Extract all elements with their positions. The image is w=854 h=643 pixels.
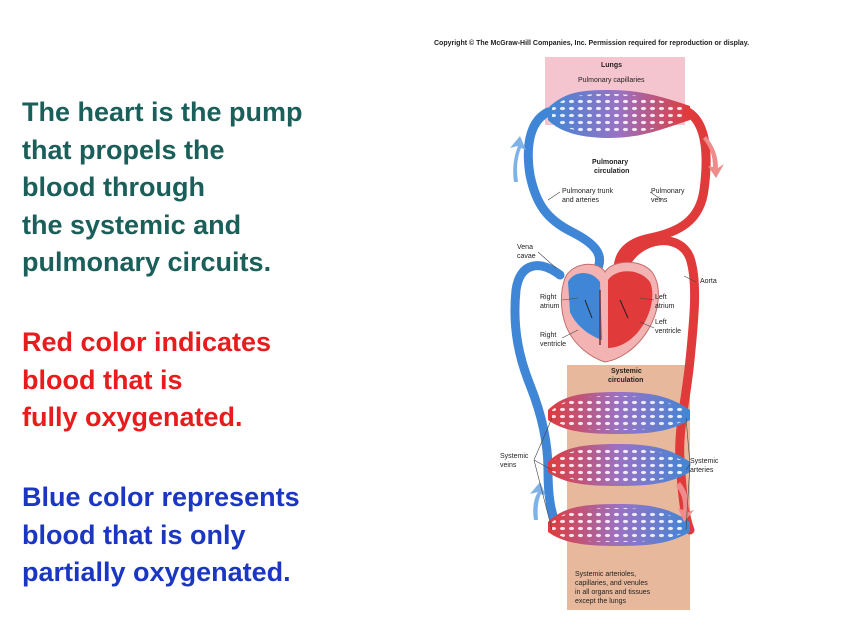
left-ventricle-label: Left [655,319,667,326]
leader-lines [533,191,697,531]
left-atrium-label: Left [655,294,667,301]
systemic-capillaries-label: Systemic arterioles, [575,571,636,578]
text-line: The heart is the pump [22,97,303,127]
text-line: Red color indicates [22,327,272,357]
pulmonary-circulation-label: Pulmonary [592,159,628,166]
vena-cavae-label: cavae [517,253,536,260]
flow-arrow-icon [530,482,546,520]
systemic-arteries-label: arteries [690,467,714,474]
red-color-description: Red color indicates blood that is fully … [22,324,271,437]
pulmonary-circulation-label: circulation [594,168,629,175]
right-ventricle-label: Right [540,332,556,339]
text-line: fully oxygenated. [22,402,243,432]
left-atrium-label: atrium [655,303,675,310]
pulmonary-trunk-label: and arteries [562,197,599,204]
text-line: blood that is [22,364,183,395]
left-ventricle-label: ventricle [655,328,681,335]
systemic-veins-label: veins [500,462,517,469]
right-ventricle-label: ventricle [540,341,566,348]
heart [560,261,659,363]
text-line: pulmonary circuits. [22,247,272,277]
flow-arrow-icon [510,136,526,182]
flow-arrow-icon [676,482,694,522]
right-atrium-label: atrium [540,303,560,310]
text-line: blood that is only [22,519,246,550]
systemic-capillaries-label: in all organs and tissues [575,589,651,596]
systemic-capillary-bed [548,392,690,434]
pulmonary-veins-label: veins [651,197,668,204]
systemic-capillaries-label: capillaries, and venules [575,580,648,587]
systemic-circulation-label: Systemic [611,368,642,375]
pulmonary-artery-vessel [523,107,605,277]
copyright-notice: Copyright © The McGraw-Hill Companies, I… [434,40,750,47]
systemic-capillary-bed [548,444,690,486]
text-line: the systemic and [22,209,242,240]
pulmonary-vein-vessel [613,107,711,275]
heart-pump-description: The heart is the pump that propels the b… [22,94,303,282]
flow-arrow-icon [703,136,724,178]
vena-cava-vessel [510,261,565,535]
pulmonary-capillary-bed [548,90,690,138]
text-line: blood through [22,172,205,202]
systemic-capillary-bed [548,504,690,546]
systemic-arteries-label: Systemic [690,458,719,465]
lungs-label: Lungs [601,62,622,69]
blue-color-description: Blue color represents blood that is only… [22,479,300,592]
pulmonary-trunk-label: Pulmonary trunk [562,188,613,195]
pulmonary-veins-label: Pulmonary [651,188,685,195]
systemic-circulation-label: circulation [608,377,643,384]
vena-cavae-label: Vena [517,244,533,251]
pulmonary-capillaries-label: Pulmonary capillaries [578,77,645,84]
aorta-label: Aorta [700,278,717,285]
systemic-capillaries-label: except the lungs [575,598,626,605]
text-line: that propels the [22,134,225,165]
text-line: partially oxygenated. [22,557,291,587]
right-atrium-label: Right [540,294,556,301]
systemic-veins-label: Systemic [500,453,529,460]
text-line: Blue color represents [22,482,300,512]
